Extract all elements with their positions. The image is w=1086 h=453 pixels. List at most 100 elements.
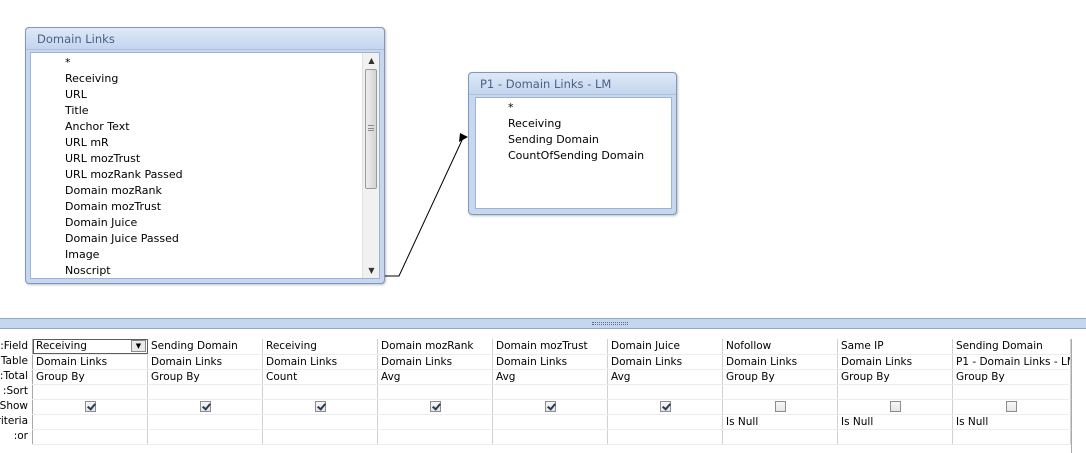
field-item[interactable]: Domain mozRank	[65, 184, 162, 197]
grid-cell-criteria[interactable]: Is Null	[952, 414, 1071, 430]
field-item[interactable]: *	[508, 101, 514, 114]
grid-cell-field[interactable]: Sending Domain	[147, 339, 263, 355]
grid-cell-show[interactable]	[262, 399, 378, 415]
grid-cell-criteria[interactable]: Is Null	[722, 414, 838, 430]
dropdown-arrow-icon[interactable]: ▼	[131, 340, 146, 352]
show-checkbox[interactable]	[1006, 400, 1017, 412]
grid-cell-table[interactable]: Domain Links	[607, 354, 723, 370]
grid-cell-criteria[interactable]	[377, 414, 493, 430]
grid-cell-show[interactable]	[32, 399, 148, 415]
show-checkbox[interactable]	[659, 400, 671, 412]
grid-cell-or[interactable]	[837, 429, 953, 445]
grid-cell-table[interactable]: Domain Links	[32, 354, 148, 370]
grid-cell-or[interactable]	[722, 429, 838, 445]
grid-cell-total[interactable]: Count	[262, 369, 378, 385]
grid-cell-sort[interactable]	[837, 384, 953, 400]
scroll-thumb[interactable]	[365, 69, 377, 189]
grid-cell-criteria[interactable]: Is Null	[837, 414, 953, 430]
grid-cell-total[interactable]: Avg	[377, 369, 493, 385]
grid-cell-total[interactable]: Group By	[837, 369, 953, 385]
grid-cell-table[interactable]: Domain Links	[837, 354, 953, 370]
grid-cell-total[interactable]: Group By	[952, 369, 1071, 385]
grid-cell-sort[interactable]	[722, 384, 838, 400]
field-item[interactable]: Domain Juice Passed	[65, 232, 179, 245]
vertical-scrollbar[interactable]: ▲ ▼	[362, 53, 379, 278]
field-item[interactable]: CountOfSending Domain	[508, 149, 645, 162]
design-grid[interactable]: Field:Table:Total:Sort:Show:Criteria:or:…	[0, 329, 1086, 453]
grid-cell-sort[interactable]	[377, 384, 493, 400]
grid-cell-sort[interactable]	[607, 384, 723, 400]
show-checkbox[interactable]	[889, 400, 901, 412]
grid-cell-field[interactable]: Nofollow	[722, 339, 838, 355]
show-checkbox[interactable]	[544, 400, 556, 412]
field-item[interactable]: Image	[65, 248, 100, 261]
grid-cell-table[interactable]: Domain Links	[722, 354, 838, 370]
grid-cell-or[interactable]	[377, 429, 493, 445]
field-item[interactable]: Domain mozTrust	[65, 200, 162, 213]
grid-cell-field[interactable]: Same IP	[837, 339, 953, 355]
grid-cell-field[interactable]: Sending Domain	[952, 339, 1071, 355]
field-item[interactable]: Receiving	[65, 72, 119, 85]
field-item[interactable]: URL mR	[65, 136, 109, 149]
pane-splitter[interactable]	[0, 318, 1086, 329]
grid-cell-total[interactable]: Avg	[492, 369, 608, 385]
field-item[interactable]: Domain Juice	[65, 216, 138, 229]
field-item[interactable]: URL mozRank Passed	[65, 168, 183, 181]
field-item[interactable]: Noscript	[65, 264, 111, 277]
grid-cell-sort[interactable]	[262, 384, 378, 400]
grid-cell-or[interactable]	[147, 429, 263, 445]
grid-cell-show[interactable]	[722, 399, 838, 415]
grid-cell-or[interactable]	[607, 429, 723, 445]
grid-cell-show[interactable]	[952, 399, 1071, 415]
field-item[interactable]: URL mozTrust	[65, 152, 141, 165]
grid-cell-sort[interactable]	[492, 384, 608, 400]
show-checkbox[interactable]	[774, 400, 786, 412]
grid-cell-or[interactable]	[952, 429, 1071, 445]
show-checkbox[interactable]	[84, 400, 96, 412]
field-item[interactable]: *	[65, 56, 71, 69]
grid-cell-sort[interactable]	[32, 384, 148, 400]
grid-cell-table[interactable]: Domain Links	[377, 354, 493, 370]
field-list-title[interactable]: P1 - Domain Links - LM	[469, 73, 676, 95]
field-item[interactable]: Sending Domain	[508, 133, 599, 146]
grid-cell-or[interactable]	[32, 429, 148, 445]
show-checkbox[interactable]	[429, 400, 441, 412]
grid-cell-total[interactable]: Group By	[722, 369, 838, 385]
grid-cell-criteria[interactable]	[32, 414, 148, 430]
field-item[interactable]: URL	[65, 88, 87, 101]
grid-cell-show[interactable]	[377, 399, 493, 415]
grid-cell-or[interactable]	[262, 429, 378, 445]
show-checkbox[interactable]	[314, 400, 326, 412]
field-list-title[interactable]: Domain Links	[26, 28, 384, 50]
field-item[interactable]: Receiving	[508, 117, 562, 130]
grid-cell-show[interactable]	[492, 399, 608, 415]
grid-cell-or[interactable]	[492, 429, 608, 445]
scroll-up-icon[interactable]: ▲	[368, 56, 375, 65]
scroll-down-icon[interactable]: ▼	[368, 266, 375, 275]
grid-cell-field[interactable]: Receiving	[262, 339, 378, 355]
grid-cell-field[interactable]: Receiving▼	[32, 339, 148, 355]
grid-cell-table[interactable]: Domain Links	[492, 354, 608, 370]
field-item[interactable]: Anchor Text	[65, 120, 130, 133]
grid-cell-sort[interactable]	[147, 384, 263, 400]
grid-cell-criteria[interactable]	[492, 414, 608, 430]
grid-cell-criteria[interactable]	[147, 414, 263, 430]
grid-cell-table[interactable]: Domain Links	[262, 354, 378, 370]
grid-cell-sort[interactable]	[952, 384, 1071, 400]
grid-cell-field[interactable]: Domain mozTrust	[492, 339, 608, 355]
grid-cell-field[interactable]: Domain Juice	[607, 339, 723, 355]
grid-cell-field[interactable]: Domain mozRank	[377, 339, 493, 355]
grid-cell-show[interactable]	[147, 399, 263, 415]
field-item[interactable]: Title	[65, 104, 89, 117]
grid-cell-show[interactable]	[837, 399, 953, 415]
show-checkbox[interactable]	[199, 400, 211, 412]
grid-cell-total[interactable]: Avg	[607, 369, 723, 385]
grid-cell-criteria[interactable]	[607, 414, 723, 430]
grid-cell-total[interactable]: Group By	[32, 369, 148, 385]
grid-cell-criteria[interactable]	[262, 414, 378, 430]
grid-cell-show[interactable]	[607, 399, 723, 415]
